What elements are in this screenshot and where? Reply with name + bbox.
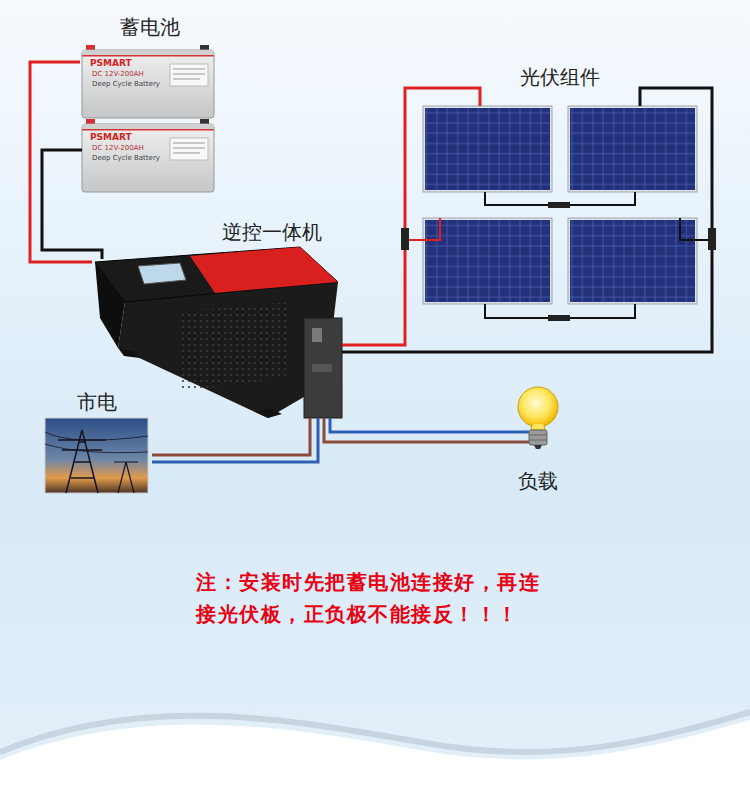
inverter-foot [118,348,140,358]
grid-photo [45,418,148,493]
branch-wire [680,218,712,240]
battery-lid [82,50,214,55]
battery-negative-wire [42,150,102,259]
bulb [518,387,558,449]
mc4-connector [401,228,409,250]
load-live-wire [324,418,529,442]
inverter-top [95,247,338,302]
sticker-lines [173,143,205,153]
component-node: 光伏组件 [400,65,720,325]
battery-stripe [82,129,214,131]
battery-stripe [82,55,214,57]
inverter-illustration [95,247,342,418]
photo-frame [45,418,148,493]
terminal-strip [312,364,332,372]
battery [82,50,214,118]
panel-frame [568,218,697,304]
pv-panel [425,220,550,302]
cable [330,418,508,432]
battery-marking: PSMART [90,58,132,69]
component-label: 逆控一体机 [222,220,322,244]
power-line [45,432,148,453]
battery-lid [82,124,214,129]
panel-frame [423,106,552,192]
bulb-thread [529,435,547,440]
bulb-neck [531,424,545,430]
switch [312,328,322,342]
junction-box [304,318,342,418]
battery-marking: Deep Cycle Battery [92,154,160,163]
battery-marking: PSMART [90,132,132,143]
bulb-glass [518,387,558,427]
cable [30,62,92,262]
battery-sticker [170,64,208,86]
sticker-lines [173,69,205,79]
component-label: 蓄电池 [120,15,180,39]
battery-marking: DC 12V-200AH [92,144,144,153]
component-label: 负载 [518,469,558,493]
component-node: 逆控一体机 [92,220,342,418]
inverter-red-panel [190,247,338,293]
cable [152,418,318,462]
component-label: 光伏组件 [520,65,600,89]
branch-wire [405,218,440,240]
inverter-vents [178,302,290,392]
mc4-connector [548,315,570,321]
pv-panel [570,108,695,190]
wave [0,720,750,804]
pv-array [423,106,697,304]
installation-note: 注：安装时先把蓄电池连接好，再连 接光伏板，正负极不能接反！！！ [196,566,551,630]
inverter-screen [138,263,186,284]
battery [82,124,214,192]
pylon [58,430,106,493]
pv-panel [425,108,550,190]
cable [342,325,712,352]
grid-live-wire [152,418,310,455]
bulb-tip [534,445,542,449]
battery-bank [82,45,214,192]
pv-panel [570,220,695,302]
battery-sticker [170,138,208,160]
component-node: 负载 [508,385,568,493]
pv-positive-wire [342,88,480,345]
component-node: 市电 [42,390,152,496]
component-node: 蓄电池 [80,15,220,195]
panel-frame [568,106,697,192]
battery-marking: DC 12V-200AH [92,70,144,79]
bulb-base [529,430,547,445]
load-neutral-wire [508,431,529,434]
pylon [114,462,138,493]
battery-marking: Deep Cycle Battery [92,80,160,89]
component-label: 市电 [77,390,117,414]
mc4-connector [708,228,716,250]
inverter-foot [255,408,282,418]
pv-negative-wire [640,88,712,325]
mc4-connector [548,202,570,208]
panel-frame [423,218,552,304]
